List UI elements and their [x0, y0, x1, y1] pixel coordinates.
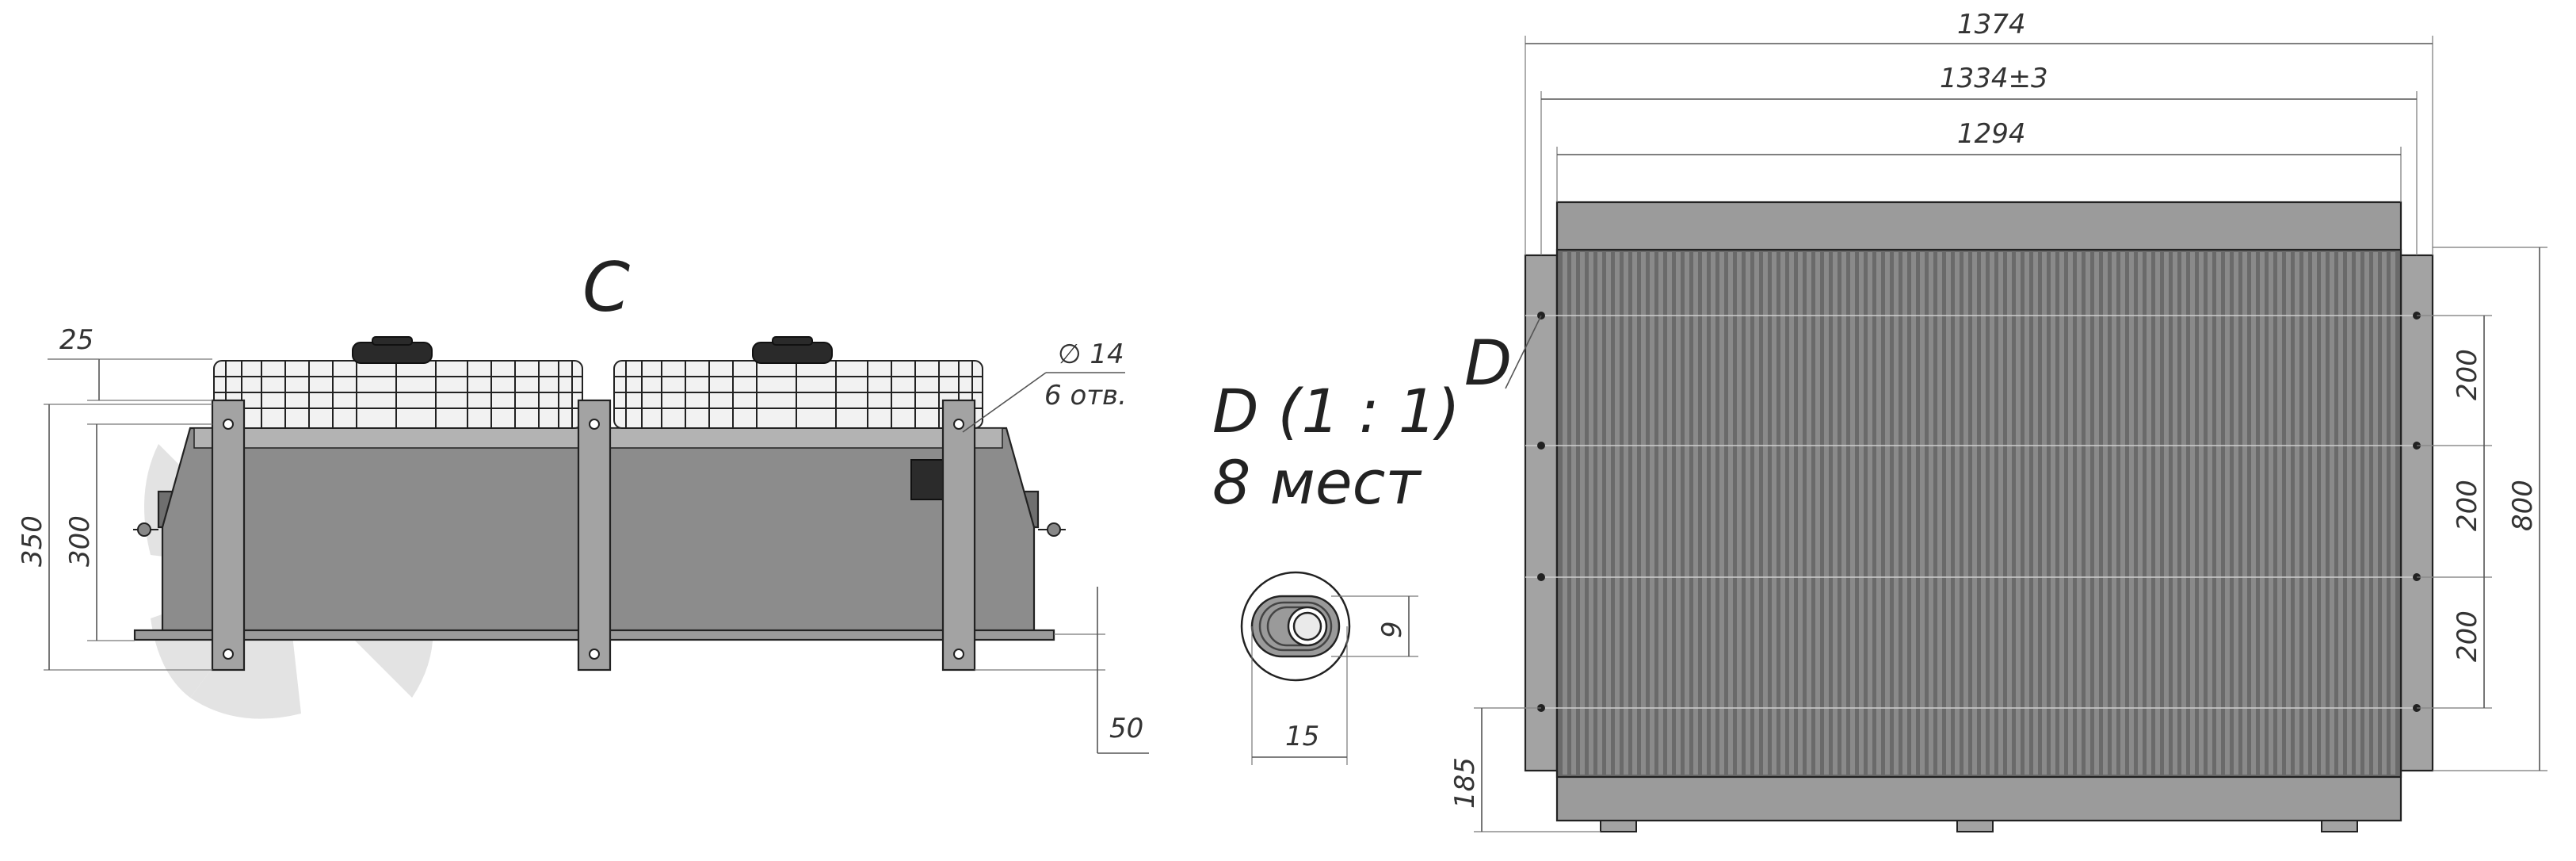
dim-offset-top: 25: [48, 324, 212, 401]
dim-height-total-text: 350: [17, 515, 48, 567]
dim-slot-height: 9: [1331, 595, 1418, 657]
fan-motor-2: [752, 336, 833, 364]
dim-height-mount-text: 300: [64, 515, 96, 567]
dim-slot-width: 15: [1251, 626, 1348, 765]
dim-offset-top-text: 25: [59, 324, 93, 356]
fan-guard-2: [613, 360, 983, 429]
dim-width-core-text: 1294: [1957, 118, 2026, 150]
dim-width-outer-text: 1374: [1957, 9, 2026, 40]
dim-pitch-3-text: 200: [2452, 610, 2483, 662]
fan-motor-1: [352, 336, 433, 364]
dim-height-total-front-text: 800: [2507, 480, 2539, 531]
bracket-mid: [577, 399, 612, 672]
hole-callout: ∅ 14 6 отв.: [962, 339, 1127, 433]
dim-slot-height-text: 9: [1376, 621, 1408, 638]
dim-width-mount-text: 1334±3: [1940, 63, 2048, 94]
dim-front-bottom-offset-text: 185: [1449, 757, 1481, 809]
dim-front-bottom-offset: 185: [1449, 707, 1601, 832]
dim-bottom-offset: 50: [975, 587, 1149, 754]
detail-view-title: D (1 : 1): [1212, 376, 1460, 446]
dim-side-heights: 350 300: [17, 404, 212, 671]
dim-pitches: 200 200 200: [2417, 315, 2492, 709]
right-side-frame: [2399, 254, 2434, 772]
left-bolt: [133, 522, 158, 537]
dim-slot-width-text: 15: [1285, 721, 1319, 752]
dim-pitch-1-text: 200: [2452, 349, 2483, 400]
side-view-label: C: [582, 248, 630, 327]
dim-width-outer: 1374: [1525, 9, 2433, 255]
right-bolt: [1038, 522, 1066, 537]
left-side-frame: [1524, 254, 1559, 772]
hole-count-text: 6 отв.: [1044, 380, 1127, 411]
dim-height-total: 800: [2433, 247, 2547, 771]
dim-width-mount: 1334±3: [1540, 63, 2418, 255]
feet: [1600, 820, 2358, 832]
side-view: C: [17, 248, 1149, 754]
dim-bottom-offset-text: 50: [1109, 713, 1143, 744]
fan-guard-1: [213, 360, 583, 429]
view-marker-d: D: [1464, 315, 1542, 400]
dim-pitch-2-text: 200: [2452, 480, 2483, 531]
bracket-right: [941, 399, 976, 672]
bracket-left: [211, 399, 246, 672]
junction-box: [910, 459, 944, 500]
center-lines: [1525, 315, 2433, 709]
view-marker-d-text: D: [1464, 328, 1512, 400]
fin-core: [1555, 248, 2402, 779]
hole-diameter-text: ∅ 14: [1058, 339, 1124, 370]
slot-detail: [1240, 571, 1351, 682]
front-view: D 1374 1334±3 1294: [1449, 9, 2547, 832]
mounting-holes: [223, 419, 964, 660]
detail-view: D (1 : 1) 8 мест 9 15: [1212, 376, 1460, 765]
fin-lines: [1563, 252, 2395, 775]
dim-width-core: 1294: [1556, 118, 2402, 202]
detail-view-subtitle: 8 мест: [1212, 447, 1422, 518]
